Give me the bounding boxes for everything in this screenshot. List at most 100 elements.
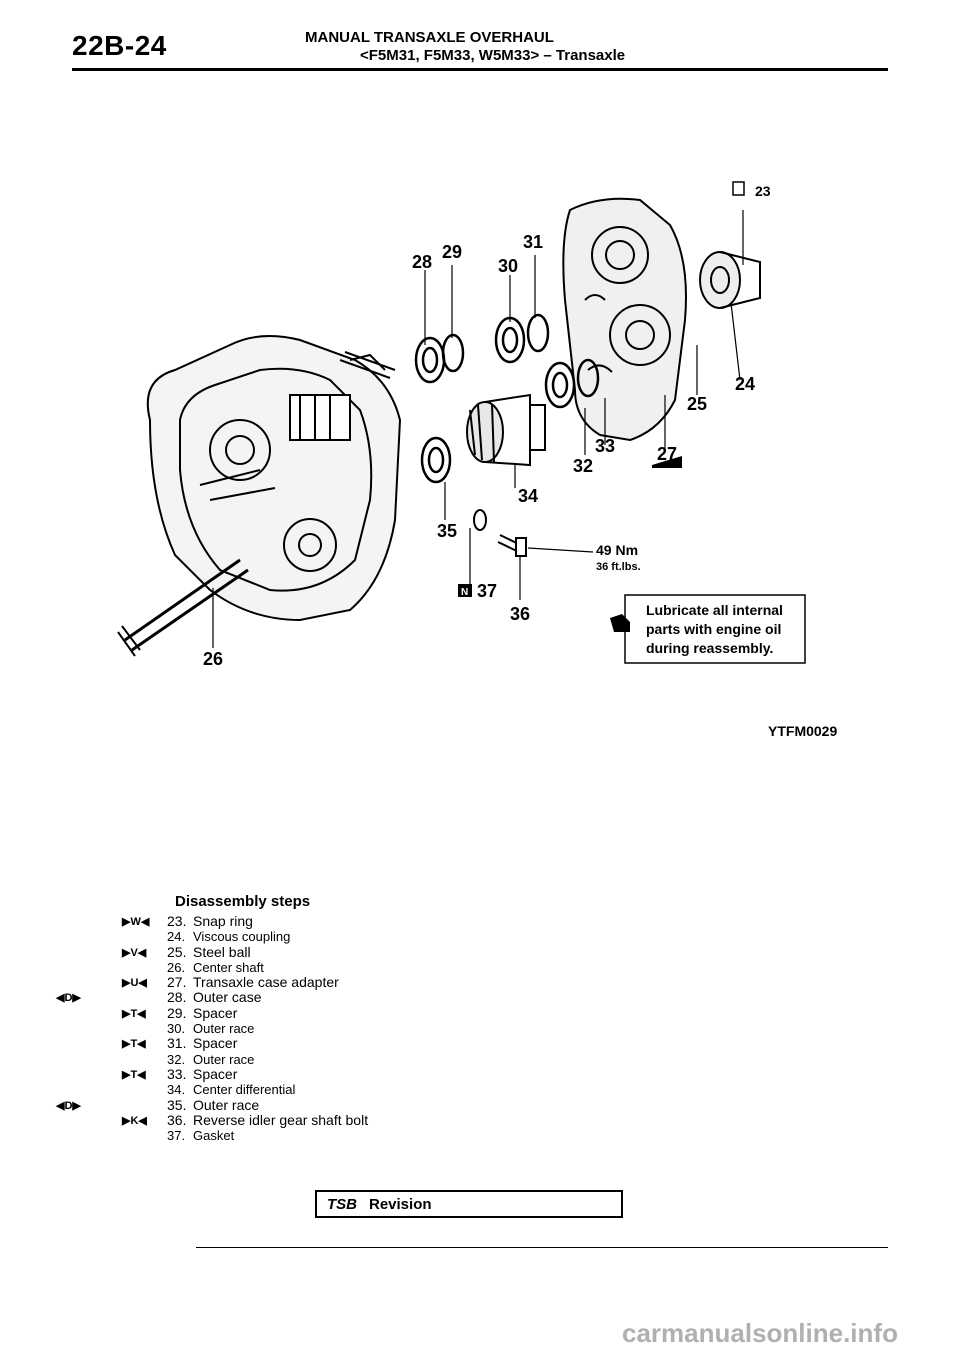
step-number: 30. bbox=[167, 1021, 186, 1037]
svg-text:N: N bbox=[461, 587, 468, 598]
part-label-32: 32 bbox=[573, 456, 593, 476]
step-text: Outer race bbox=[193, 1096, 260, 1113]
step-text: Center differential bbox=[193, 1082, 296, 1098]
step-number: 23. bbox=[167, 913, 187, 929]
part-label-37: 37 bbox=[477, 581, 497, 601]
step-item: ▶V◀ 25. Steel ball bbox=[112, 943, 512, 960]
shaft-bolt-illustration bbox=[473, 509, 527, 557]
part-label-29: 29 bbox=[442, 242, 462, 262]
svg-text:during reassembly.: during reassembly. bbox=[646, 640, 773, 656]
service-procedure-badge: ▶U◀ bbox=[122, 977, 147, 990]
torque-spec: 49 Nm 36 ft.lbs. bbox=[596, 542, 641, 573]
step-number: 28. bbox=[167, 989, 187, 1006]
step-number: 31. bbox=[167, 1035, 187, 1052]
part-label-36: 36 bbox=[510, 604, 530, 624]
step-item: ▶U◀ 27. Transaxle case adapter bbox=[112, 975, 512, 990]
lubrication-note: Lubricate all internal parts with engine… bbox=[610, 594, 806, 664]
tsb-label: TSB bbox=[327, 1196, 357, 1213]
step-number: 29. bbox=[167, 1004, 187, 1021]
step-text: Reverse idler gear shaft bolt bbox=[193, 1111, 369, 1128]
step-text: Spacer bbox=[193, 1035, 238, 1052]
figure-code: YTFM0029 bbox=[768, 723, 837, 739]
service-procedure-badge: ▶T◀ bbox=[122, 1068, 146, 1081]
exploded-view-diagram: 23 24 25 26 27 28 29 30 31 32 33 34 35 3… bbox=[117, 181, 837, 739]
step-number: 36. bbox=[167, 1111, 187, 1128]
watermark: carmanualsonline.info bbox=[622, 1318, 898, 1348]
service-procedure-badge: ◀D▶ bbox=[56, 992, 81, 1005]
step-number: 33. bbox=[167, 1065, 187, 1082]
step-number: 37. bbox=[167, 1128, 186, 1144]
part-label-24: 24 bbox=[735, 374, 755, 394]
step-item: ▶K◀ 36. Reverse idler gear shaft bolt bbox=[112, 1111, 512, 1128]
part-number-labels: 23 24 25 26 27 28 29 30 31 32 33 34 35 3… bbox=[203, 183, 771, 669]
step-text: Outer race bbox=[193, 1021, 255, 1037]
page-subtitle: <F5M31, F5M33, W5M33> – Transaxle bbox=[360, 47, 626, 64]
step-item: 30. Outer race bbox=[112, 1021, 512, 1036]
section-code: 22B-24 bbox=[72, 30, 167, 61]
service-procedure-badge: ◀D▶ bbox=[56, 1099, 81, 1112]
step-item: 26. Center shaft bbox=[112, 960, 512, 975]
step-item: 34. Center differential bbox=[112, 1082, 512, 1097]
step-number: 24. bbox=[167, 929, 186, 945]
header-divider bbox=[72, 68, 888, 71]
step-number: 34. bbox=[167, 1082, 186, 1098]
page-title: MANUAL TRANSAXLE OVERHAUL bbox=[305, 29, 554, 46]
part-label-28: 28 bbox=[412, 252, 432, 272]
part-label-23: 23 bbox=[755, 183, 771, 199]
snap-ring-marker bbox=[732, 181, 745, 196]
oil-can-icon bbox=[610, 614, 630, 632]
step-item: 37. Gasket bbox=[112, 1128, 512, 1143]
step-text: Spacer bbox=[193, 1065, 238, 1082]
center-differential-illustration bbox=[466, 393, 546, 467]
step-text: Center shaft bbox=[193, 959, 264, 975]
step-number: 35. bbox=[167, 1096, 187, 1113]
revision-box: TSB Revision bbox=[315, 1190, 623, 1218]
transaxle-housing-illustration bbox=[117, 335, 402, 657]
step-text: Outer race bbox=[193, 1051, 255, 1067]
service-procedure-badge: ▶T◀ bbox=[122, 1038, 146, 1051]
step-text: Gasket bbox=[193, 1128, 235, 1144]
viscous-coupling-illustration bbox=[699, 251, 761, 309]
step-number: 25. bbox=[167, 943, 187, 960]
bearing-races-and-spacers bbox=[414, 313, 600, 484]
gasket-new-part-marker: N bbox=[458, 584, 472, 598]
service-procedure-badge: ▶V◀ bbox=[122, 946, 147, 959]
svg-text:Lubricate all internal: Lubricate all internal bbox=[646, 602, 783, 618]
disassembly-steps-list: ▶W◀ 23. Snap ring 24. Viscous coupling ▶V◀ 25.… bbox=[56, 913, 512, 1144]
outer-case-illustration bbox=[562, 197, 687, 442]
step-text: Outer case bbox=[193, 989, 262, 1006]
torque-ftlbs: 36 ft.lbs. bbox=[596, 561, 641, 573]
step-item: ▶T◀ 29. Spacer bbox=[112, 1004, 512, 1021]
sealant-marker bbox=[652, 456, 682, 468]
step-text: Viscous coupling bbox=[193, 929, 291, 945]
svg-text:parts with engine oil: parts with engine oil bbox=[646, 621, 781, 637]
part-label-26: 26 bbox=[203, 649, 223, 669]
torque-nm: 49 Nm bbox=[596, 542, 638, 558]
service-procedure-badge: ▶K◀ bbox=[122, 1114, 147, 1127]
step-item: 32. Outer race bbox=[112, 1052, 512, 1067]
service-procedure-badge: ▶T◀ bbox=[122, 1007, 146, 1020]
step-item: ◀D▶ 35. Outer race bbox=[56, 1096, 512, 1113]
step-text: Spacer bbox=[193, 1004, 238, 1021]
step-item: ▶T◀ 31. Spacer bbox=[112, 1036, 512, 1051]
steps-heading: Disassembly steps bbox=[175, 893, 311, 910]
step-text: Snap ring bbox=[193, 913, 253, 929]
step-item: ◀D▶ 28. Outer case bbox=[56, 989, 512, 1006]
step-number: 26. bbox=[167, 959, 186, 975]
part-label-25: 25 bbox=[687, 394, 707, 414]
step-text: Transaxle case adapter bbox=[193, 974, 339, 991]
step-number: 27. bbox=[167, 974, 187, 991]
step-number: 32. bbox=[167, 1051, 186, 1067]
leader-lines bbox=[212, 210, 744, 648]
service-procedure-badge: ▶W◀ bbox=[122, 916, 150, 928]
step-item: ▶T◀ 33. Spacer bbox=[112, 1065, 512, 1082]
part-label-31: 31 bbox=[523, 232, 543, 252]
revision-label: Revision bbox=[369, 1196, 432, 1213]
part-label-33: 33 bbox=[595, 436, 615, 456]
step-text: Steel ball bbox=[193, 943, 251, 960]
part-label-35: 35 bbox=[437, 521, 457, 541]
footer-divider bbox=[196, 1247, 888, 1248]
part-label-34: 34 bbox=[518, 486, 538, 506]
part-label-30: 30 bbox=[498, 256, 518, 276]
step-item: 24. Viscous coupling bbox=[112, 929, 512, 944]
